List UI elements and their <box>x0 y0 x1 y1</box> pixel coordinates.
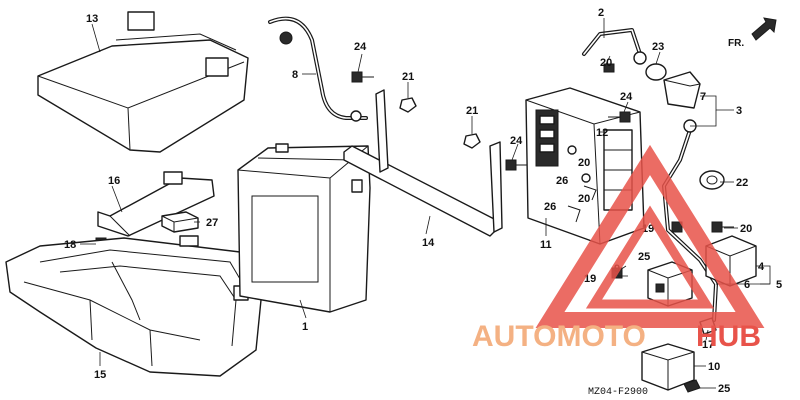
fuse-holder <box>641 343 695 391</box>
callout-4: 4 <box>758 261 765 273</box>
callout-22: 22 <box>736 177 748 189</box>
callout-21-upper: 21 <box>402 71 414 83</box>
terminal-cover <box>663 71 701 109</box>
callout-20-b: 20 <box>578 157 590 169</box>
bolt-24-left <box>351 71 374 83</box>
callout-15: 15 <box>94 369 106 381</box>
front-direction-label: FR. <box>728 38 744 49</box>
callout-11: 11 <box>540 239 552 251</box>
callout-6: 6 <box>744 279 750 291</box>
bolt-20-right <box>711 221 734 233</box>
bolt-24-mid <box>505 159 528 171</box>
terminal-cap-23 <box>645 63 667 81</box>
callout-14: 14 <box>422 237 435 249</box>
callout-18: 18 <box>64 239 76 251</box>
callout-8: 8 <box>292 69 298 81</box>
clip-26-upper <box>583 185 597 201</box>
callout-26-upper: 26 <box>556 175 568 187</box>
clip-26-lower <box>567 205 581 223</box>
callout-2: 2 <box>598 7 604 19</box>
callout-21-lower: 21 <box>466 105 478 117</box>
callout-24-left: 24 <box>354 41 367 53</box>
callout-7: 7 <box>700 91 706 103</box>
front-direction-arrow: FR. <box>728 17 777 49</box>
leader-lines <box>80 18 771 389</box>
callout-20-top: 20 <box>600 57 612 69</box>
watermark-triangle-logo <box>535 144 765 328</box>
washer-20-b <box>581 173 591 183</box>
battery <box>237 143 371 313</box>
bolt-19-upper <box>671 221 683 233</box>
callout-10: 10 <box>708 361 720 373</box>
washer-20-a <box>567 145 577 155</box>
negative-cable <box>268 16 368 122</box>
holder-bracket <box>97 171 215 237</box>
bolt-24-right <box>608 111 631 123</box>
callout-27: 27 <box>206 217 218 229</box>
callout-19-lower: 19 <box>584 273 596 285</box>
callout-3: 3 <box>736 105 742 117</box>
starter-relay <box>647 261 693 307</box>
nut-21-upper <box>399 97 417 113</box>
battery-tray <box>5 235 263 377</box>
callout-13: 13 <box>86 13 98 25</box>
callout-12: 12 <box>596 127 608 139</box>
drawing-code: MZ04-F2900 <box>588 387 648 398</box>
positive-cable <box>582 28 647 73</box>
callout-26-lower: 26 <box>544 201 556 213</box>
watermark-text-automoto: AUTOMOTO <box>472 320 646 353</box>
watermark: AUTOMOTO HUB <box>472 144 765 353</box>
watermark-text-hub: HUB <box>696 320 761 353</box>
callout-1: 1 <box>302 321 308 333</box>
callout-25-upper: 25 <box>638 251 650 263</box>
rubber-pad <box>161 211 199 233</box>
grommet-22 <box>699 170 725 190</box>
callout-23: 23 <box>652 41 664 53</box>
callout-24-right: 24 <box>620 91 633 103</box>
callout-20-right: 20 <box>740 223 752 235</box>
callout-24-mid: 24 <box>510 135 523 147</box>
callout-16: 16 <box>108 175 120 187</box>
callout-5: 5 <box>776 279 782 291</box>
cover-pad <box>37 11 249 153</box>
callout-20-c: 20 <box>578 193 590 205</box>
nut-21-lower <box>463 133 481 149</box>
callout-25-lower: 25 <box>718 383 730 395</box>
stay-bracket <box>343 89 503 237</box>
callout-17: 17 <box>702 339 714 351</box>
